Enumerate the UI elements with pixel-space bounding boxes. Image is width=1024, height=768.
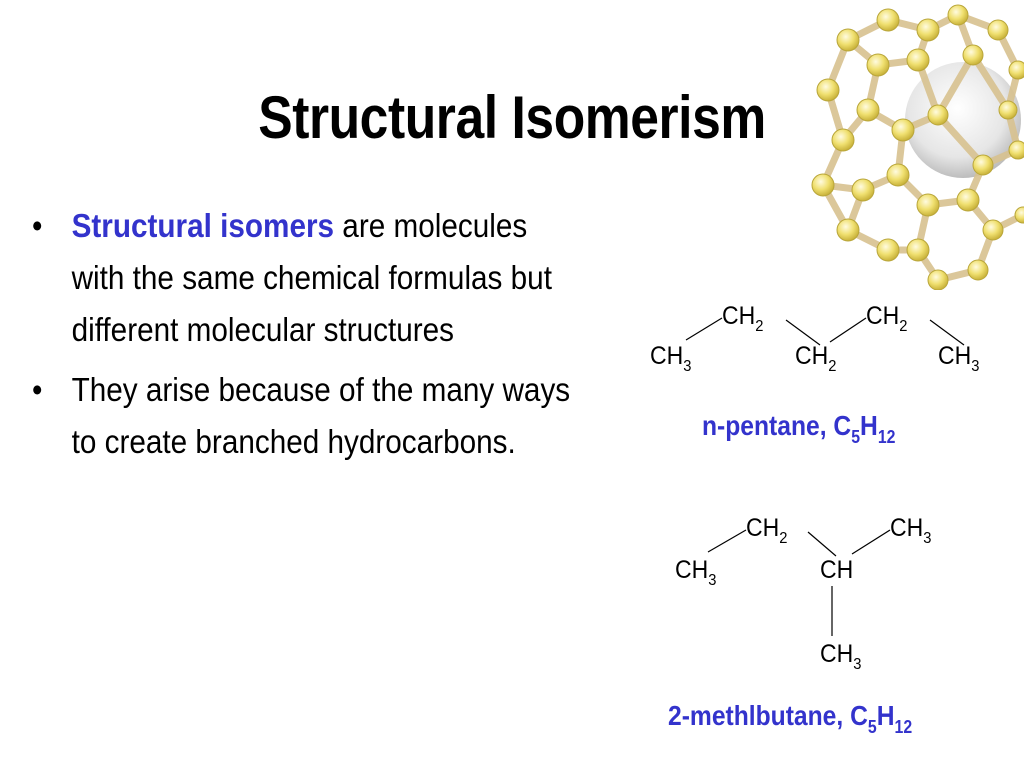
bullet-list: • Structural isomers are molecules with … [32,200,572,476]
pentane-group-ch3-right: CH3 [938,342,980,375]
bullet-text: They arise because of the many ways to c… [71,371,571,460]
methylbutane-group-ch-center: CH [820,556,854,584]
slide-title: Structural Isomerism [258,84,766,151]
pentane-group-ch2-upper-left: CH2 [722,302,764,335]
bullet-marker: • [32,371,43,408]
bond-line [829,317,867,343]
bullet-item: • Structural isomers are molecules with … [32,200,572,356]
bullet-item: • They arise because of the many ways to… [32,364,572,468]
bullet-marker: • [32,207,43,244]
pentane-group-ch2-upper-right: CH2 [866,302,908,335]
bond-line [785,319,821,346]
bond-line [707,529,747,553]
pentane-group-ch2-middle: CH2 [795,342,837,375]
pentane-group-ch3-left: CH3 [650,342,692,375]
bond-line [929,319,965,346]
pentane-caption: n-pentane, C5H12 [702,410,896,447]
methylbutane-group-ch3-left: CH3 [675,556,717,589]
methylbutane-group-ch3-bottom: CH3 [820,640,862,673]
bond-line [807,531,837,557]
methylbutane-caption: 2-methlbutane, C5H12 [668,700,913,737]
bullet-text: are molecules with the same chemical for… [71,207,552,348]
bond-line [685,317,723,341]
methylbutane-group-ch3-upper-right: CH3 [890,514,932,547]
methylbutane-group-ch2-upper: CH2 [746,514,788,547]
bond-line [851,529,891,555]
bullet-emphasis: Structural isomers [71,207,335,244]
fullerene-molecule-icon [811,4,1024,290]
